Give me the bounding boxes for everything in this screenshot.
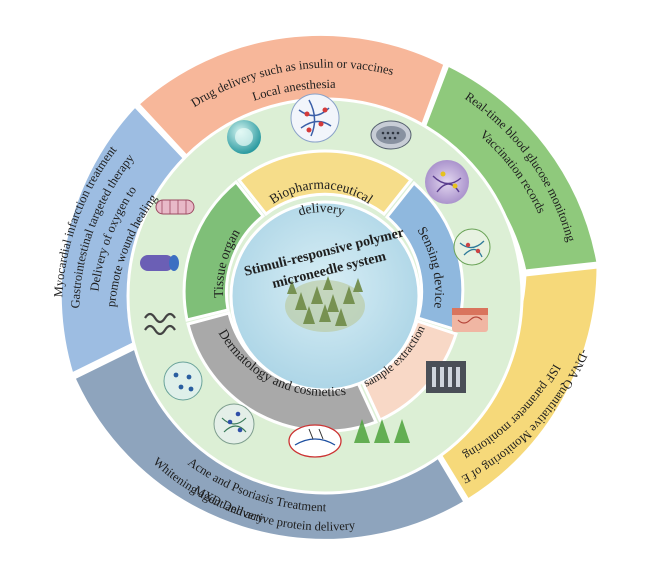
- ribbon-polymer-icon: [144, 312, 176, 336]
- core-microneedle-array-icon: [285, 276, 365, 332]
- inner-segment-tissue: [182, 179, 266, 322]
- skin-layer-icon: [452, 308, 488, 332]
- inner-label-biopharmaceutical-2: delivery: [296, 200, 347, 219]
- dotted-particle-icon: [163, 361, 203, 401]
- molecular-network-icon: [453, 228, 491, 266]
- microneedle-patch-disc-icon: [370, 120, 412, 150]
- crosslinked-network-icon: [290, 93, 340, 143]
- inner-segment-biopharmaceutical: [236, 149, 414, 217]
- tube-scaffold-icon: [155, 199, 195, 215]
- microneedle-cones-icon: [354, 419, 410, 443]
- outer-ring: [58, 32, 600, 542]
- blue-tube-scaffold-icon: [140, 255, 179, 271]
- nanoparticle-sphere-icon: [227, 120, 261, 154]
- hydrogel-cell-icon: [425, 160, 469, 204]
- needle-array-photo-icon: [426, 361, 466, 393]
- skin-insertion-diagram-icon: [288, 424, 342, 458]
- polymer-matrix-icon: [213, 403, 255, 445]
